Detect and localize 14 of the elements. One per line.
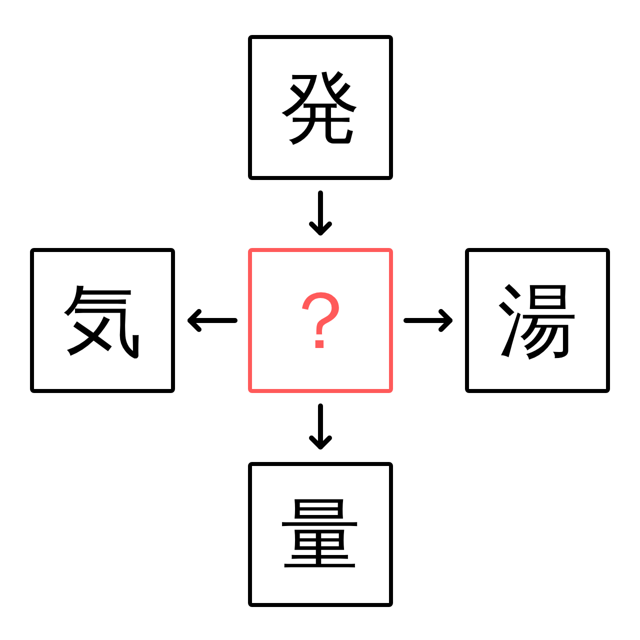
character-box <box>248 35 393 180</box>
kanji-character: 量 <box>280 494 360 574</box>
character-box <box>465 248 610 393</box>
arrow <box>309 190 332 236</box>
character-box <box>248 462 393 607</box>
kanji-character: 気 <box>62 280 142 360</box>
kanji-character: 発 <box>280 68 360 148</box>
kanji-character: 湯 <box>498 280 578 360</box>
arrow <box>188 309 238 332</box>
answer-box <box>248 248 393 393</box>
arrow <box>404 309 452 332</box>
character-box <box>30 248 175 393</box>
question-mark: ？ <box>280 280 360 360</box>
arrow <box>309 404 332 450</box>
